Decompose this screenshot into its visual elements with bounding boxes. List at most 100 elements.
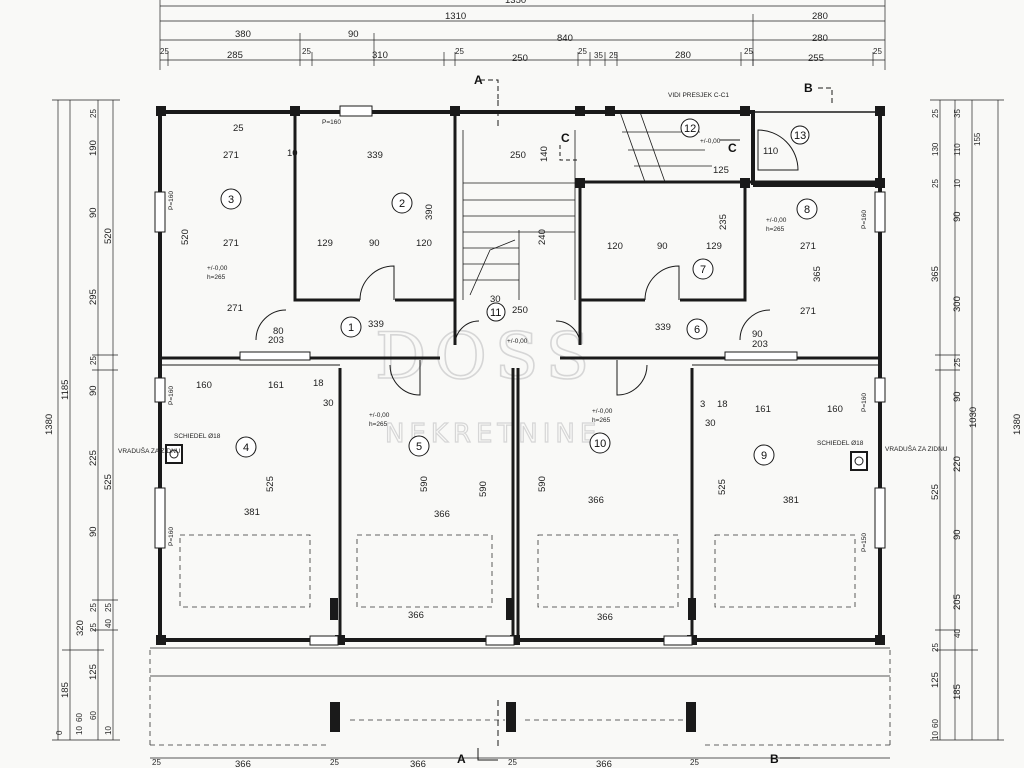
window-sill-note: P=160 [168, 386, 175, 405]
dim-left-seg: 320 [75, 620, 86, 636]
room-10-number: 10 [594, 438, 606, 450]
dim-left-main: 1185 [60, 380, 71, 400]
dim-left-seg: 0 [55, 730, 64, 735]
dim-right-seg: 525 [930, 484, 941, 500]
chimney-right-label: SCHIEDEL Ø18 [817, 440, 864, 447]
room-6-number: 6 [694, 324, 700, 336]
chimney-right-icon [850, 451, 868, 471]
vent-left-label: VRADUŠA ZA ZIDNU [118, 446, 181, 455]
dim-left-seg: 225 [88, 450, 99, 466]
dim-left-seg: 25 [89, 623, 98, 632]
dim-inner: 161 [755, 404, 771, 415]
level-height-room-5: h=265 [369, 421, 388, 428]
section-c-left: C [561, 131, 570, 145]
section-a-bottom: A [457, 752, 466, 766]
dim-left-seg: 90 [88, 385, 99, 396]
dashed-outlines [149, 534, 891, 746]
dim-inner: 520 [180, 229, 191, 245]
section-note: VIDI PRESJEK C-C1 [668, 92, 729, 99]
dim-bottom: 366 [235, 759, 251, 768]
level-mark-stair: +/-0,00 [507, 338, 528, 345]
dim-inner: 525 [265, 476, 276, 492]
dim-inner: 203 [752, 339, 768, 350]
room-11: 11 [486, 302, 506, 322]
dim-seg: 25 [302, 47, 311, 56]
dim-right-seg: 60 [931, 719, 940, 728]
dim-left-seg: 190 [88, 140, 99, 156]
level-mark-room-5: +/-0,00 [369, 412, 390, 419]
dim-left-seg: 90 [88, 207, 99, 218]
dim-seg: 310 [372, 50, 388, 61]
section-markers [477, 79, 833, 761]
dim-right-seg: 155 [973, 132, 982, 146]
dim-main-width: 1310 [445, 11, 466, 22]
dim-right-seg: 40 [953, 629, 962, 638]
level-mark-landing: +/-0,00 [700, 138, 721, 145]
dim-left-seg: 60 [89, 711, 98, 720]
dim-inner: 110 [763, 146, 778, 157]
dim-left-seg: 25 [89, 109, 98, 118]
dim-inner: 90 [752, 329, 763, 340]
dim-left-second: 520 [103, 228, 114, 244]
room-7-number: 7 [700, 264, 706, 276]
dim-inner: 381 [244, 507, 260, 518]
dim-inner: 129 [706, 241, 722, 252]
dim-left-seg: 25 [89, 356, 98, 365]
dim-inner: 250 [512, 305, 528, 316]
dim-inner: 271 [227, 303, 243, 314]
dim-inner: 366 [588, 495, 604, 506]
room-9-number: 9 [761, 450, 767, 462]
dim-inner: 250 [510, 150, 526, 161]
dim-inner: 140 [539, 146, 550, 162]
dim-inner: 366 [434, 509, 450, 520]
dim-total-width: 1350 [505, 0, 526, 6]
dim-right-seg: 25 [953, 358, 962, 367]
dim-right-seg: 90 [952, 211, 963, 222]
dim-inner: 30 [323, 398, 334, 409]
dim-bottom: 25 [330, 758, 339, 767]
room-10: 10 [589, 432, 611, 454]
vent-right-label: VRADUŠA ZA ZIDNU [885, 444, 948, 453]
room-8-number: 8 [804, 204, 810, 216]
dim-inner: 160 [196, 380, 212, 391]
dim-inner: 3 [700, 399, 705, 410]
right-dimension-lines [930, 99, 1004, 741]
chimneys [165, 444, 868, 471]
windows [154, 105, 886, 646]
dim-seg: 25 [578, 47, 587, 56]
dim-left-seg: 90 [88, 526, 99, 537]
dim-inner: 390 [424, 204, 435, 220]
dim-inner: 161 [268, 380, 284, 391]
dim-inner: 30 [705, 418, 716, 429]
dim-right-seg: 10 [931, 731, 940, 740]
doors [255, 129, 799, 396]
dim-left-seg: 60 [75, 713, 84, 722]
dim-right-seg: 205 [952, 594, 963, 610]
annotations: VIDI PRESJEK C-C1 +/-0,00 h=265 +/-0,00 … [118, 92, 948, 552]
room-4-number: 4 [243, 442, 249, 454]
room-13-number: 13 [794, 130, 806, 142]
window-sill-note: P=160 [861, 393, 868, 412]
dim-left-seg: 295 [88, 289, 99, 305]
dim-left-second: 10 [104, 726, 113, 735]
dim-seg: 25 [609, 51, 618, 60]
room-12: 12 [680, 118, 700, 138]
level-height-room-3: h=265 [207, 274, 226, 281]
room-8: 8 [796, 198, 818, 220]
dim-right-seg: 35 [953, 109, 962, 118]
dim-inner: 339 [655, 322, 671, 333]
dim-bottom: 366 [410, 759, 426, 768]
dim-inner: 120 [607, 241, 623, 252]
dim-right-total: 1380 [1012, 414, 1023, 435]
room-4: 4 [235, 436, 257, 458]
dim-right-seg: 10 [953, 179, 962, 188]
dim-seg: 25 [160, 47, 169, 56]
dim-inner: 80 [273, 326, 284, 337]
chimney-right-flue-icon [854, 456, 864, 466]
dim-inner: 366 [408, 610, 424, 621]
dim-seg: 280 [675, 50, 691, 61]
dim-right-seg: 25 [931, 109, 940, 118]
interior-dimensions: 271 339 250 271 129 90 120 271 339 120 9… [180, 123, 843, 623]
dim-seg: 25 [744, 47, 753, 56]
